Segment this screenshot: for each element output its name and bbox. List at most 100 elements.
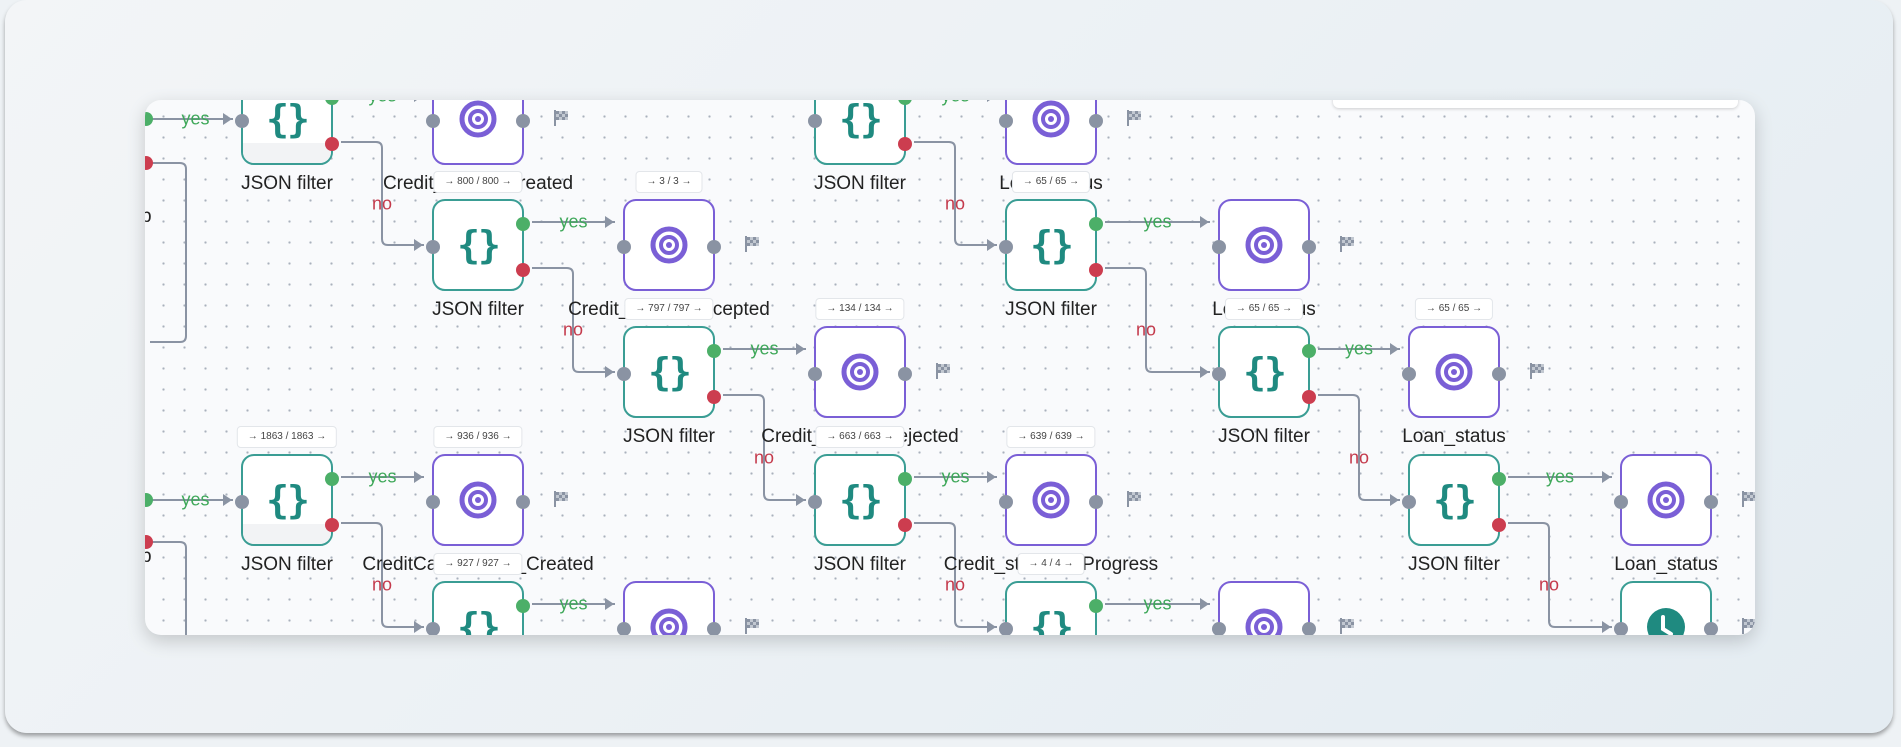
no-edge[interactable] (150, 541, 187, 635)
json-filter-node[interactable]: {} (617, 326, 721, 418)
yes-edge-label: yes (559, 593, 588, 614)
input-port[interactable] (617, 367, 631, 381)
no-port[interactable] (145, 535, 153, 549)
target-node[interactable] (617, 199, 721, 291)
target-node[interactable] (1614, 454, 1718, 546)
input-port[interactable] (426, 114, 440, 128)
input-port[interactable] (808, 114, 822, 128)
edge-arrowhead (605, 598, 614, 610)
json-filter-node[interactable]: {} (999, 581, 1103, 635)
target-icon (434, 456, 522, 544)
no-edge[interactable] (341, 141, 424, 246)
json-filter-node[interactable]: {} (235, 100, 339, 165)
output-port[interactable] (707, 240, 721, 254)
no-port[interactable] (1492, 518, 1506, 532)
output-port[interactable] (1492, 367, 1506, 381)
input-port[interactable] (999, 495, 1013, 509)
input-port[interactable] (235, 114, 249, 128)
json-filter-node[interactable]: {} (426, 199, 530, 291)
target-node[interactable] (426, 100, 530, 165)
no-port[interactable] (1302, 390, 1316, 404)
target-node[interactable] (1212, 581, 1316, 635)
input-port[interactable] (1402, 495, 1416, 509)
execution-count-badge: → 65 / 65 → (1414, 298, 1494, 320)
yes-port[interactable] (516, 217, 530, 231)
target-node[interactable] (999, 454, 1103, 546)
input-port[interactable] (1614, 622, 1628, 635)
no-port[interactable] (516, 263, 530, 277)
no-port[interactable] (898, 518, 912, 532)
edge-arrowhead (796, 494, 805, 506)
workflow-canvas[interactable]: {}JSON filterCredit_status_Created{}JSON… (145, 100, 1755, 635)
json-filter-node[interactable]: {} (1212, 326, 1316, 418)
output-port[interactable] (898, 367, 912, 381)
no-edge[interactable] (341, 522, 424, 628)
no-edge[interactable] (1318, 394, 1400, 501)
json-filter-node[interactable]: {} (426, 581, 530, 635)
no-edge[interactable] (532, 267, 615, 373)
yes-port[interactable] (516, 599, 530, 613)
no-edge[interactable] (150, 162, 187, 343)
target-icon (1007, 100, 1095, 163)
input-port[interactable] (1212, 367, 1226, 381)
no-edge[interactable] (1508, 522, 1612, 628)
target-node[interactable] (999, 100, 1103, 165)
yes-port[interactable] (898, 100, 912, 105)
target-node[interactable] (1402, 326, 1506, 418)
target-node[interactable] (426, 454, 530, 546)
no-port[interactable] (325, 137, 339, 151)
input-port[interactable] (1402, 367, 1416, 381)
input-port[interactable] (999, 622, 1013, 635)
input-port[interactable] (617, 240, 631, 254)
json-filter-node[interactable]: {} (235, 454, 339, 546)
output-port[interactable] (707, 622, 721, 635)
yes-port[interactable] (325, 472, 339, 486)
json-filter-node[interactable]: {} (808, 454, 912, 546)
yes-port[interactable] (325, 100, 339, 105)
output-port[interactable] (1302, 622, 1316, 635)
no-port[interactable] (898, 137, 912, 151)
no-edge[interactable] (914, 522, 997, 628)
input-port[interactable] (1212, 622, 1226, 635)
target-node[interactable] (808, 326, 912, 418)
input-port[interactable] (617, 622, 631, 635)
output-port[interactable] (1704, 495, 1718, 509)
input-port[interactable] (1614, 495, 1628, 509)
yes-port[interactable] (145, 112, 153, 126)
output-port[interactable] (516, 114, 530, 128)
target-node[interactable] (617, 581, 721, 635)
output-port[interactable] (1302, 240, 1316, 254)
no-edge[interactable] (723, 394, 806, 501)
yes-port[interactable] (1302, 344, 1316, 358)
yes-port[interactable] (1492, 472, 1506, 486)
input-port[interactable] (999, 114, 1013, 128)
no-port[interactable] (145, 156, 153, 170)
input-port[interactable] (808, 495, 822, 509)
yes-port[interactable] (145, 493, 153, 507)
no-edge[interactable] (1105, 267, 1210, 373)
json-filter-node[interactable]: {} (808, 100, 912, 165)
input-port[interactable] (235, 495, 249, 509)
no-edge[interactable] (914, 141, 997, 246)
input-port[interactable] (426, 240, 440, 254)
yes-port[interactable] (898, 472, 912, 486)
no-port[interactable] (707, 390, 721, 404)
no-port[interactable] (1089, 263, 1103, 277)
json-filter-node[interactable]: {} (1402, 454, 1506, 546)
yes-port[interactable] (1089, 217, 1103, 231)
output-port[interactable] (516, 495, 530, 509)
input-port[interactable] (999, 240, 1013, 254)
input-port[interactable] (1212, 240, 1226, 254)
delay-node[interactable] (1614, 581, 1718, 635)
input-port[interactable] (808, 367, 822, 381)
yes-port[interactable] (707, 344, 721, 358)
yes-port[interactable] (1089, 599, 1103, 613)
output-port[interactable] (1704, 622, 1718, 635)
json-filter-node[interactable]: {} (999, 199, 1103, 291)
input-port[interactable] (426, 622, 440, 635)
input-port[interactable] (426, 495, 440, 509)
no-port[interactable] (325, 518, 339, 532)
output-port[interactable] (1089, 495, 1103, 509)
output-port[interactable] (1089, 114, 1103, 128)
target-node[interactable] (1212, 199, 1316, 291)
